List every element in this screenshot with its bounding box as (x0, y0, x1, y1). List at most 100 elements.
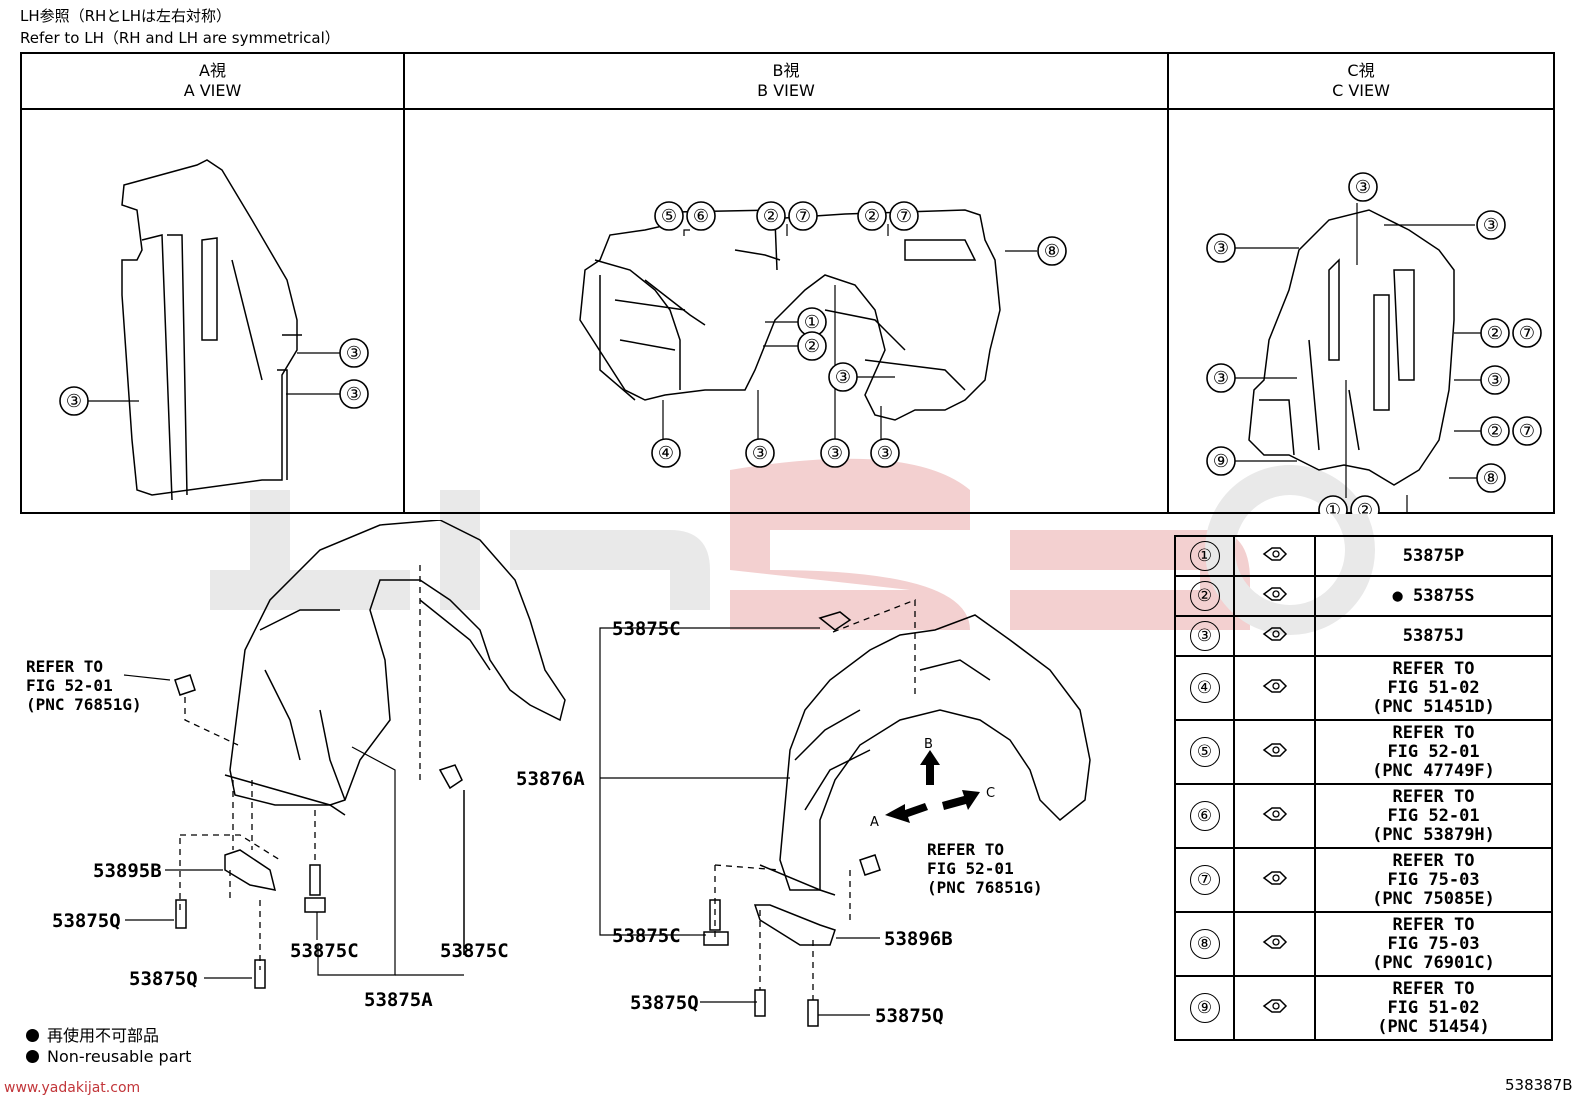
legend-text-line: FIG 75-03 (1387, 933, 1480, 954)
legend-number: ③ (1189, 621, 1220, 651)
legend-text-line: REFER TO (1392, 850, 1475, 871)
c-callout-11: ⑧ (1483, 468, 1499, 489)
b-callout-7: ⑧ (1044, 241, 1060, 262)
a-callout-3: ③ (346, 384, 362, 405)
fastener-icon (1262, 999, 1287, 1013)
part-53876A: 53876A (516, 768, 585, 790)
fastener-icon (1262, 547, 1287, 561)
legend-number-cell: ⑤ (1174, 719, 1235, 785)
b-callout-1: ⑤ (661, 206, 677, 227)
a-view-jp: A視 (199, 61, 226, 80)
website-link[interactable]: www.yadakijat.com (4, 1080, 141, 1096)
refer-mid-l1: REFER TO (927, 840, 1004, 859)
right-fender-liner (759, 614, 1091, 896)
legend-number-cell: ⑦ (1174, 847, 1235, 913)
part-53875Q-c: 53875Q (630, 992, 699, 1014)
c-callout-5: ⑦ (1519, 323, 1535, 344)
fastener-icon-cell (1233, 615, 1316, 657)
fastener-icon-cell (1233, 575, 1316, 617)
b-callout-12: ③ (752, 443, 768, 464)
part-53875A: 53875A (364, 989, 433, 1011)
b-callout-13: ③ (827, 443, 843, 464)
fastener-icon-cell (1233, 535, 1316, 577)
c-callout-2: ③ (1213, 238, 1229, 259)
part-53895B: 53895B (93, 860, 162, 882)
legend-text-line: FIG 51-02 (1387, 677, 1480, 698)
refer-left-l1: REFER TO (26, 657, 103, 676)
b-callout-8: ① (804, 312, 820, 333)
c-callout-6: ③ (1213, 368, 1229, 389)
legend-text-line: REFER TO (1392, 978, 1475, 999)
b-view-svg: ⑤ ⑥ ② ⑦ ② ⑦ ⑧ ① ② ③ ④ ③ ③ ③ (579, 201, 1067, 468)
a-view-header: A視 A VIEW (22, 54, 403, 110)
arrow-label-c: C (986, 786, 995, 801)
legend-number-cell: ⑧ (1174, 911, 1235, 977)
b-callout-9: ② (804, 336, 820, 357)
views-frame: A視 A VIEW (20, 52, 1555, 514)
legend-number: ⑥ (1189, 801, 1220, 831)
c-callout-1: ③ (1355, 177, 1371, 198)
c-callout-3: ③ (1483, 215, 1499, 236)
legend-number: ④ (1189, 673, 1220, 703)
b-view-panel: B視 B VIEW (405, 54, 1169, 512)
legend-number: ⑨ (1189, 993, 1220, 1023)
b-callout-6: ⑦ (896, 206, 912, 227)
c-callout-8: ② (1487, 421, 1503, 442)
header-jp: LH参照（RHとLHは左右対称） (20, 7, 231, 25)
part-53875C-low: 53875C (612, 925, 681, 947)
c-view-svg: ③ ③ ③ ② ⑦ ③ ③ ② ⑦ ⑨ ⑧ ① ② ⑧ (1206, 172, 1542, 514)
legend-text-line: (PNC 51454) (1377, 1016, 1490, 1037)
legend-text-line: FIG 52-01 (1387, 741, 1480, 762)
a-callout-1: ③ (66, 391, 82, 412)
legend-text-line: REFER TO (1392, 658, 1475, 679)
header-en: Refer to LH（RH and LH are symmetrical） (20, 29, 340, 47)
legend-row: ① 53875P (1174, 535, 1553, 577)
c-callout-12: ① (1325, 500, 1341, 514)
legend-number-cell: ① (1174, 535, 1235, 577)
part-53896B: 53896B (884, 928, 953, 950)
b-view-en: B VIEW (757, 81, 815, 100)
legend-number-cell: ⑥ (1174, 783, 1235, 849)
b-callout-5: ② (864, 206, 880, 227)
b-callout-10: ③ (835, 367, 851, 388)
c-view-en: C VIEW (1332, 81, 1390, 100)
legend-text-line: (PNC 53879H) (1372, 824, 1495, 845)
legend-number: ② (1189, 581, 1220, 611)
legend-row: ② ● 53875S (1174, 575, 1553, 617)
legend-text-line: REFER TO (1392, 722, 1475, 743)
legend-number: ⑦ (1189, 865, 1220, 895)
a-view-en: A VIEW (183, 81, 242, 100)
direction-arrows (885, 750, 980, 823)
a-view-svg: ③ ③ ③ (59, 159, 369, 501)
legend-text-line: (PNC 76901C) (1372, 952, 1495, 973)
c-callout-7: ③ (1487, 370, 1503, 391)
fastener-icon (1262, 679, 1287, 693)
legend-number: ① (1189, 541, 1220, 571)
exploded-diagram: REFER TO FIG 52-01 (PNC 76851G) 53895B 5… (26, 520, 1091, 1027)
fastener-icon (1262, 935, 1287, 949)
part-53875Q-b: 53875Q (129, 968, 198, 990)
fastener-icon-cell (1233, 719, 1316, 785)
part-53875Q-d: 53875Q (875, 1005, 944, 1027)
c-callout-13: ② (1357, 500, 1373, 514)
footnote-jp: 再使用不可部品 (47, 1026, 160, 1045)
part-53875Q-a: 53875Q (52, 910, 121, 932)
c-view-header: C視 C VIEW (1169, 54, 1553, 110)
legend-text-line: 53875P (1402, 545, 1465, 566)
legend-text-line: (PNC 47749F) (1372, 760, 1495, 781)
diagram-code: 538387B (1505, 1076, 1573, 1094)
legend-row: ③ 53875J (1174, 615, 1553, 657)
legend-text-cell: 53875J (1314, 615, 1553, 657)
fastener-icon-cell (1233, 847, 1316, 913)
legend-text-cell: ● 53875S (1314, 575, 1553, 617)
a-view-drawing: ③ ③ ③ (22, 110, 403, 512)
